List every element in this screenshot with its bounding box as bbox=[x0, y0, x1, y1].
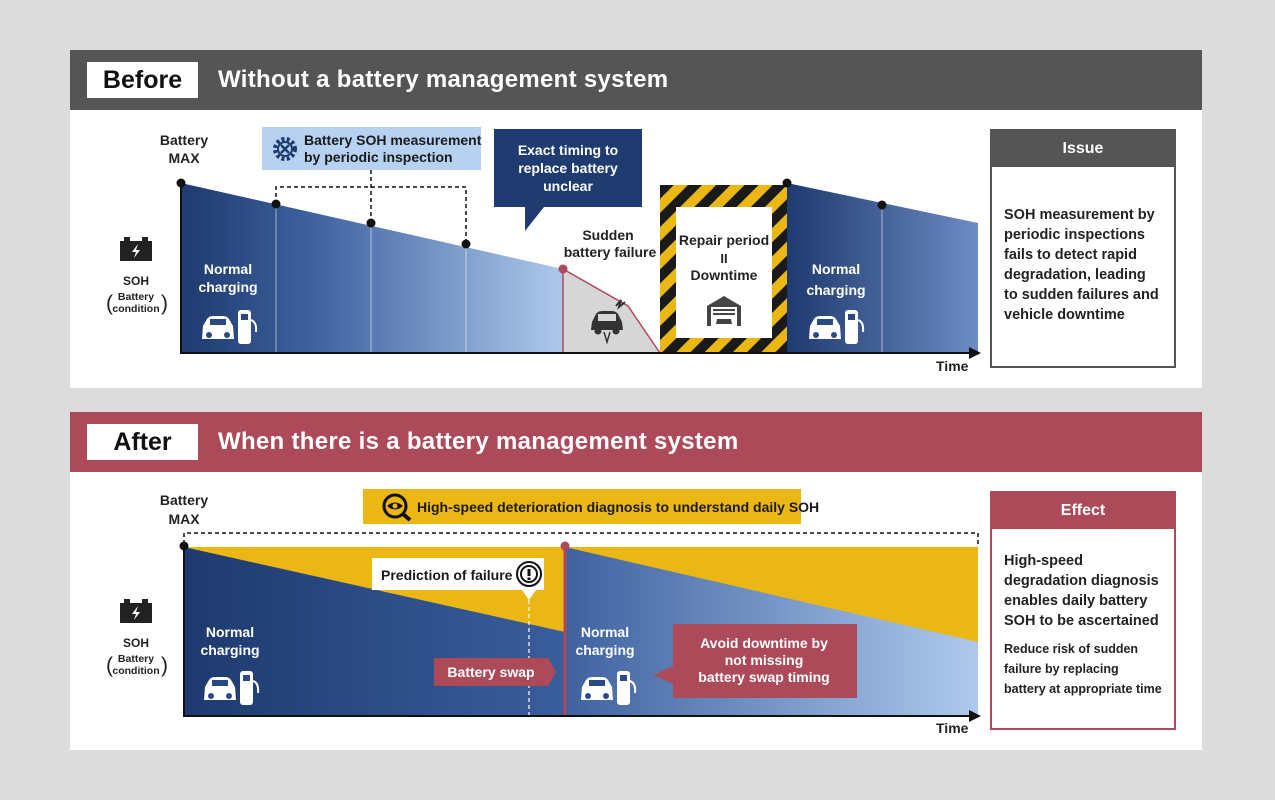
diagnosis-label-box bbox=[363, 489, 801, 524]
after-axis-max-line2: MAX bbox=[168, 511, 200, 527]
soh-point bbox=[782, 178, 792, 188]
issue-box: Issue SOH measurement by periodic inspec… bbox=[990, 129, 1176, 368]
soh-point bbox=[461, 239, 471, 249]
callout-line1: Exact timing to bbox=[518, 142, 618, 158]
after-tag: After bbox=[87, 424, 198, 460]
before-charging-left-line2: charging bbox=[198, 279, 257, 295]
periodic-label-line1: Battery SOH measurement bbox=[304, 132, 482, 148]
battery-icon bbox=[120, 599, 152, 623]
magnifier-eye-icon bbox=[382, 493, 412, 522]
before-axis-max-line1: Battery bbox=[160, 132, 208, 148]
after-soh-paren-close: ) bbox=[161, 654, 168, 677]
diagnosis-bracket bbox=[183, 532, 979, 544]
before-panel: Repair period II Downtime bbox=[70, 110, 1202, 388]
after-charging-left-line2: charging bbox=[200, 642, 259, 658]
before-axis-time: Time bbox=[936, 358, 969, 374]
after-x-axis-arrow bbox=[969, 710, 981, 722]
car-charger-icon bbox=[809, 310, 865, 344]
after-charging-right-line2: charging bbox=[575, 642, 634, 658]
avoid-label-line3: battery swap timing bbox=[698, 669, 829, 685]
timing-callout bbox=[494, 129, 642, 231]
gear-wrench-icon bbox=[273, 137, 297, 161]
swap-label: Battery swap bbox=[447, 664, 534, 680]
swap-label-box bbox=[434, 658, 556, 686]
effect-box: Effect High-speed degradation diagnosis … bbox=[990, 491, 1176, 730]
after-charging-left-line1: Normal bbox=[206, 624, 254, 640]
before-charging-left-line1: Normal bbox=[204, 261, 252, 277]
after-soh-label: SOH bbox=[123, 636, 149, 650]
failure-label-line1: Sudden bbox=[582, 227, 633, 243]
repair-label-line3: Downtime bbox=[691, 267, 758, 283]
after-axis-max-line1: Battery bbox=[160, 492, 208, 508]
before-axis-max-line2: MAX bbox=[168, 150, 200, 166]
garage-icon bbox=[707, 296, 741, 326]
avoid-label-line2: not missing bbox=[725, 652, 804, 668]
alert-icon bbox=[516, 561, 542, 587]
failure-label-line2: battery failure bbox=[564, 244, 657, 260]
repair-label-line1: Repair period bbox=[679, 232, 769, 248]
before-soh-label: SOH bbox=[123, 274, 149, 288]
car-charger-icon bbox=[581, 671, 637, 705]
prediction-label: Prediction of failure bbox=[381, 567, 513, 583]
periodic-label-box bbox=[262, 127, 481, 170]
issue-text: SOH measurement by periodic inspections … bbox=[1004, 207, 1159, 323]
diagnosis-label: High-speed deterioration diagnosis to un… bbox=[417, 499, 819, 515]
avoid-callout bbox=[653, 624, 857, 698]
before-tag: Before bbox=[87, 62, 198, 98]
effect-header: Effect bbox=[992, 493, 1174, 529]
before-diagram: Repair period II Downtime bbox=[106, 127, 981, 374]
before-charging-right-line2: charging bbox=[806, 282, 865, 298]
after-soh-line1: Battery bbox=[118, 653, 154, 665]
callout-line3: unclear bbox=[543, 178, 593, 194]
car-charger-icon bbox=[202, 310, 258, 344]
effect-text-2: Reduce risk of sudden failure by replaci… bbox=[1004, 642, 1162, 696]
before-title: Without a battery management system bbox=[218, 66, 669, 93]
repair-label-line2: II bbox=[720, 251, 727, 266]
after-title: When there is a battery management syste… bbox=[218, 428, 739, 455]
before-soh-line1: Battery bbox=[118, 291, 154, 303]
before-x-axis-arrow bbox=[969, 347, 981, 359]
before-soh-paren-close: ) bbox=[161, 292, 168, 315]
before-charging-right-line1: Normal bbox=[812, 261, 860, 277]
before-header-band: Before Without a battery management syst… bbox=[70, 50, 1202, 110]
after-soh-paren-open: ( bbox=[106, 654, 113, 677]
callout-line2: replace battery bbox=[518, 160, 618, 176]
after-diagram: High-speed deterioration diagnosis to un… bbox=[106, 489, 981, 736]
failure-point bbox=[558, 264, 568, 274]
after-header-band: After When there is a battery management… bbox=[70, 412, 1202, 472]
effect-text-1: High-speed degradation diagnosis enables… bbox=[1004, 553, 1159, 629]
battery-icon bbox=[120, 237, 152, 261]
prediction-bubble bbox=[372, 558, 544, 600]
after-axis-time: Time bbox=[936, 720, 969, 736]
failure-line bbox=[562, 268, 661, 354]
issue-header: Issue bbox=[992, 131, 1174, 167]
periodic-label-line2: by periodic inspection bbox=[304, 149, 453, 165]
after-charging-right-line1: Normal bbox=[581, 624, 629, 640]
after-soh-line2: condition bbox=[112, 665, 159, 677]
broken-car-icon bbox=[591, 299, 626, 345]
swap-point bbox=[560, 541, 570, 551]
before-soh-paren-open: ( bbox=[106, 292, 113, 315]
after-panel: High-speed deterioration diagnosis to un… bbox=[70, 472, 1202, 750]
avoid-label-line1: Avoid downtime by bbox=[700, 635, 828, 651]
soh-point bbox=[877, 200, 887, 210]
car-charger-icon bbox=[204, 671, 260, 705]
before-soh-line2: condition bbox=[112, 303, 159, 315]
